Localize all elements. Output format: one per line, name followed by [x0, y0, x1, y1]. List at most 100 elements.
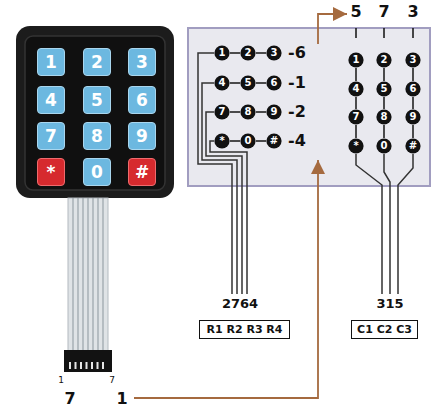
keypad-key: 8 [83, 122, 111, 150]
key-label: # [409, 141, 417, 151]
key-connection [355, 97, 357, 109]
key-connection [355, 125, 357, 138]
key-label: 4 [219, 78, 226, 88]
key-circle: 1 [348, 52, 364, 68]
circle-shape [240, 104, 255, 119]
key-circle: 1 [214, 45, 230, 61]
keypad-key: 5 [83, 86, 111, 114]
key-label: 7 [219, 107, 226, 117]
keypad-key: 4 [37, 86, 65, 114]
key-circle: # [405, 138, 421, 154]
circle-shape [214, 45, 229, 60]
key-circle: # [266, 133, 282, 149]
key-connection [412, 68, 414, 81]
keypad-frame [25, 36, 165, 190]
tick-marks [356, 28, 413, 38]
pin-note: 1 [116, 390, 127, 408]
key-connection [412, 97, 414, 109]
key-label: 5 [91, 92, 103, 109]
key-circle: 2 [376, 52, 392, 68]
pin-names: C1 C2 C3 [357, 324, 412, 335]
circle-shape [348, 109, 363, 124]
key-circle: 6 [405, 81, 421, 97]
key-label: 3 [136, 54, 148, 71]
circle-shape [240, 133, 255, 148]
key-label: * [47, 164, 56, 181]
circle-shape [266, 75, 281, 90]
key-label: 3 [271, 48, 278, 58]
key-label: 8 [381, 112, 388, 122]
row-wire [206, 112, 242, 294]
key-label: 1 [45, 54, 57, 71]
key-connection [230, 82, 240, 84]
row-wire [202, 83, 237, 294]
keypad-key: 6 [128, 86, 156, 114]
key-connection [230, 52, 240, 54]
key-circle: 7 [214, 104, 230, 120]
key-connection [230, 140, 240, 142]
circle-shape [405, 52, 420, 67]
row-pin-note: -6 [288, 44, 306, 62]
key-circle: 9 [266, 104, 282, 120]
key-label: 8 [245, 107, 252, 117]
key-label: 6 [410, 84, 417, 94]
circle-shape [266, 133, 281, 148]
keypad-key: # [128, 158, 156, 186]
keypad-key: * [37, 158, 65, 186]
key-label: 8 [91, 128, 103, 145]
key-circle: 9 [405, 109, 421, 125]
key-circle: 8 [240, 104, 256, 120]
key-circle: 5 [376, 81, 392, 97]
circle-shape [405, 81, 420, 96]
ribbon-traces [73, 198, 103, 352]
key-label: 3 [410, 55, 417, 65]
key-label: 0 [91, 164, 103, 181]
circle-shape [405, 109, 420, 124]
key-label: 2 [245, 48, 252, 58]
key-label: 4 [353, 84, 360, 94]
key-label: 5 [381, 84, 388, 94]
connector-housing [64, 350, 112, 372]
circle-shape [348, 138, 363, 153]
column-pin-note: 3 [407, 3, 418, 21]
key-label: 1 [219, 48, 226, 58]
circle-shape [266, 104, 281, 119]
circle-shape [214, 104, 229, 119]
key-connection [412, 125, 414, 138]
key-connection [256, 82, 266, 84]
annotation-arrow [318, 14, 347, 44]
key-connection [256, 52, 266, 54]
connector-pins [70, 362, 103, 369]
key-connection [230, 111, 240, 113]
circle-shape [348, 52, 363, 67]
keypad-key: 9 [128, 122, 156, 150]
key-label: # [270, 136, 278, 146]
pin-number: 1 [58, 375, 64, 385]
circle-shape [214, 75, 229, 90]
key-label: # [135, 164, 149, 181]
key-connection [383, 97, 385, 109]
column-pin-note: 7 [378, 3, 389, 21]
key-circle: * [214, 133, 230, 149]
row-pin-note: -2 [288, 103, 306, 121]
row-pin-note: -1 [288, 74, 306, 92]
key-label: 0 [245, 136, 252, 146]
key-connection [355, 68, 357, 81]
key-circle: 2 [240, 45, 256, 61]
key-circle: 3 [405, 52, 421, 68]
circle-shape [348, 81, 363, 96]
key-circle: 8 [376, 109, 392, 125]
pin-names: R1 R2 R3 R4 [207, 324, 283, 335]
key-label: 9 [410, 112, 417, 122]
annotation-arrow [134, 160, 318, 398]
key-label: * [219, 136, 224, 146]
key-label: 6 [136, 92, 148, 109]
keypad-body [16, 26, 174, 198]
key-label: 4 [45, 92, 57, 109]
circle-shape [240, 45, 255, 60]
schematic-panel [188, 28, 430, 186]
column-wire [356, 154, 382, 294]
ribbon-cable [68, 198, 108, 352]
